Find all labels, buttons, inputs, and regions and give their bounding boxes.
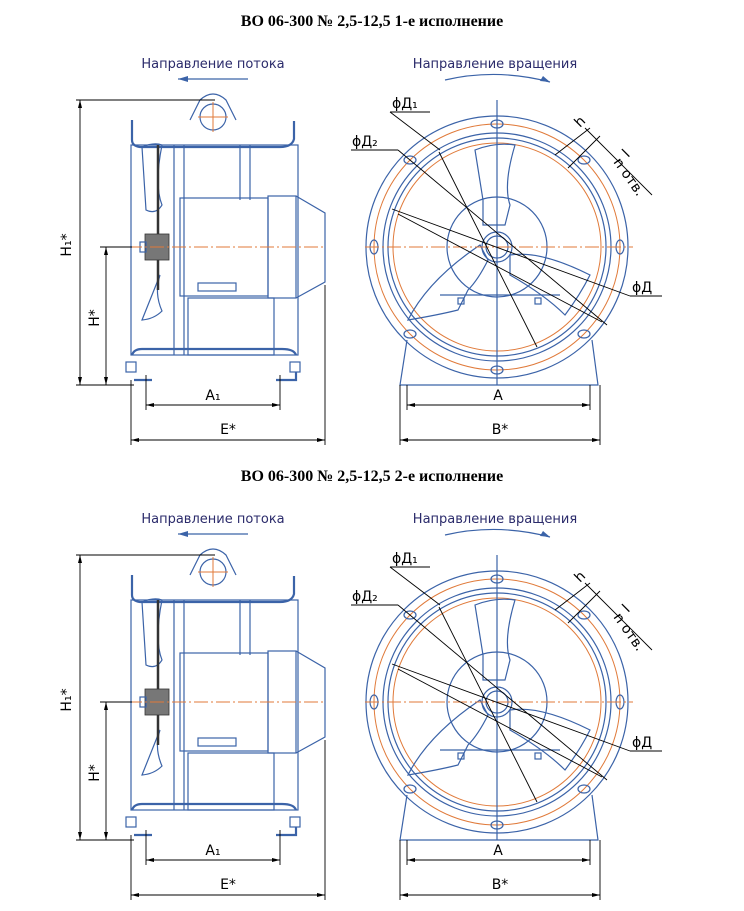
dimension-B-label: B* (492, 877, 509, 893)
hole-h-label: h (572, 568, 590, 586)
dimension-H1-label: H₁* (59, 688, 75, 711)
diameter-D2-label: ϕД₂ (352, 589, 378, 605)
section-2: ВО 06-300 № 2,5-12,5 2-е исполнениеНапра… (59, 468, 662, 900)
side-view (125, 93, 326, 382)
dimension-H-label: H* (87, 764, 103, 782)
dimension-E-label: E* (220, 877, 236, 893)
side-view (125, 548, 326, 837)
rotation-direction-label: Направление вращения (413, 512, 577, 527)
dimension-A-label: A (493, 388, 503, 404)
dimension-B-label: B* (492, 422, 509, 438)
dimension-A1-label: A₁ (205, 388, 220, 404)
diameter-D1-label: ϕД₁ (392, 96, 418, 112)
dimension-H-label: H* (87, 309, 103, 327)
hole-count-label: n отв. (610, 610, 648, 654)
diameter-D2-label: ϕД₂ (352, 134, 378, 150)
diameter-D-label: ϕД (632, 280, 652, 296)
side-view-dimensions: H₁* H* A₁ E* (59, 554, 326, 900)
diameter-D-label: ϕД (632, 735, 652, 751)
flow-direction-label: Направление потока (141, 57, 284, 72)
flow-arrow-icon (178, 76, 248, 82)
hole-h-label: h (572, 113, 590, 131)
rotation-arrow-icon (444, 73, 551, 83)
side-view-dimensions: H₁* H* A₁ E* (59, 99, 326, 445)
front-view (365, 555, 633, 841)
flow-arrow-icon (178, 531, 248, 537)
rotation-direction-label: Направление вращения (413, 57, 577, 72)
flow-direction-label: Направление потока (141, 512, 284, 527)
section-title: ВО 06-300 № 2,5-12,5 2-е исполнение (241, 468, 503, 485)
front-view (365, 100, 633, 386)
section-title: ВО 06-300 № 2,5-12,5 1-е исполнение (241, 13, 503, 30)
rotation-arrow-icon (444, 528, 551, 538)
dimension-E-label: E* (220, 422, 236, 438)
hole-count-label: n отв. (610, 155, 648, 199)
dimension-A-label: A (493, 843, 503, 859)
dimension-H1-label: H₁* (59, 233, 75, 256)
dimension-A1-label: A₁ (205, 843, 220, 859)
diameter-D1-label: ϕД₁ (392, 551, 418, 567)
section-1: ВО 06-300 № 2,5-12,5 1-е исполнениеНапра… (59, 13, 662, 445)
